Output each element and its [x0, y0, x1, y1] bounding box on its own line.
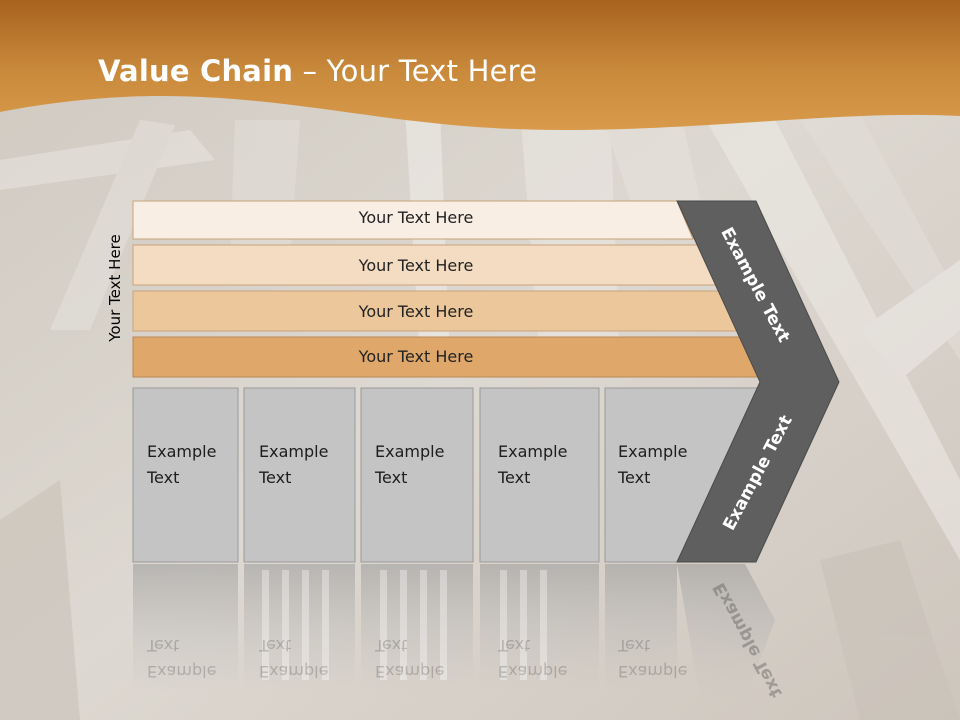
margin-chevron [676, 200, 840, 563]
box-1-reflection: Example Text [147, 632, 216, 684]
box-2-reflection-line1: Example [259, 662, 329, 681]
title-rest: – Your Text Here [293, 54, 538, 88]
primary-box-2 [243, 387, 356, 563]
title-bold: Value Chain [98, 54, 294, 88]
box-4-reflection: Example Text [498, 632, 567, 684]
box-2-reflection: Example Text [259, 632, 328, 684]
box-3-reflection: Example Text [375, 632, 444, 684]
box-2-reflection-line2: Text [259, 636, 292, 655]
box-4-reflection-line2: Text [498, 636, 531, 655]
box-5-reflection: Example Text [618, 632, 687, 684]
support-row-1-label: Your Text Here [358, 208, 474, 227]
box-1-line2: Text [147, 468, 180, 487]
support-row-1 [132, 200, 694, 240]
box-1-reflection-line2: Text [147, 636, 180, 655]
slide-title: Value Chain – Your Text Here [98, 54, 537, 88]
box-1-reflection-line1: Example [147, 662, 217, 681]
box-4-line2: Text [498, 468, 531, 487]
primary-box-3 [360, 387, 474, 563]
box-5-line2: Text [618, 468, 651, 487]
box-3-reflection-line1: Example [375, 662, 445, 681]
box-3-reflection-line2: Text [375, 636, 408, 655]
primary-box-1 [132, 387, 239, 563]
box-4-line1: Example [498, 442, 568, 461]
box-3-line1: Example [375, 442, 445, 461]
box-5-line1: Example [618, 442, 688, 461]
support-row-3-label: Your Text Here [358, 302, 474, 321]
box-5-reflection-line2: Text [618, 636, 651, 655]
support-row-4-label: Your Text Here [358, 347, 474, 366]
primary-box-4 [479, 387, 600, 563]
box-2-line1: Example [259, 442, 329, 461]
support-row-2-label: Your Text Here [358, 256, 474, 275]
box-4-reflection-line1: Example [498, 662, 568, 681]
box-1-line1: Example [147, 442, 217, 461]
box-2-line2: Text [259, 468, 292, 487]
box-3-line2: Text [375, 468, 408, 487]
box-5-reflection-line1: Example [618, 662, 688, 681]
